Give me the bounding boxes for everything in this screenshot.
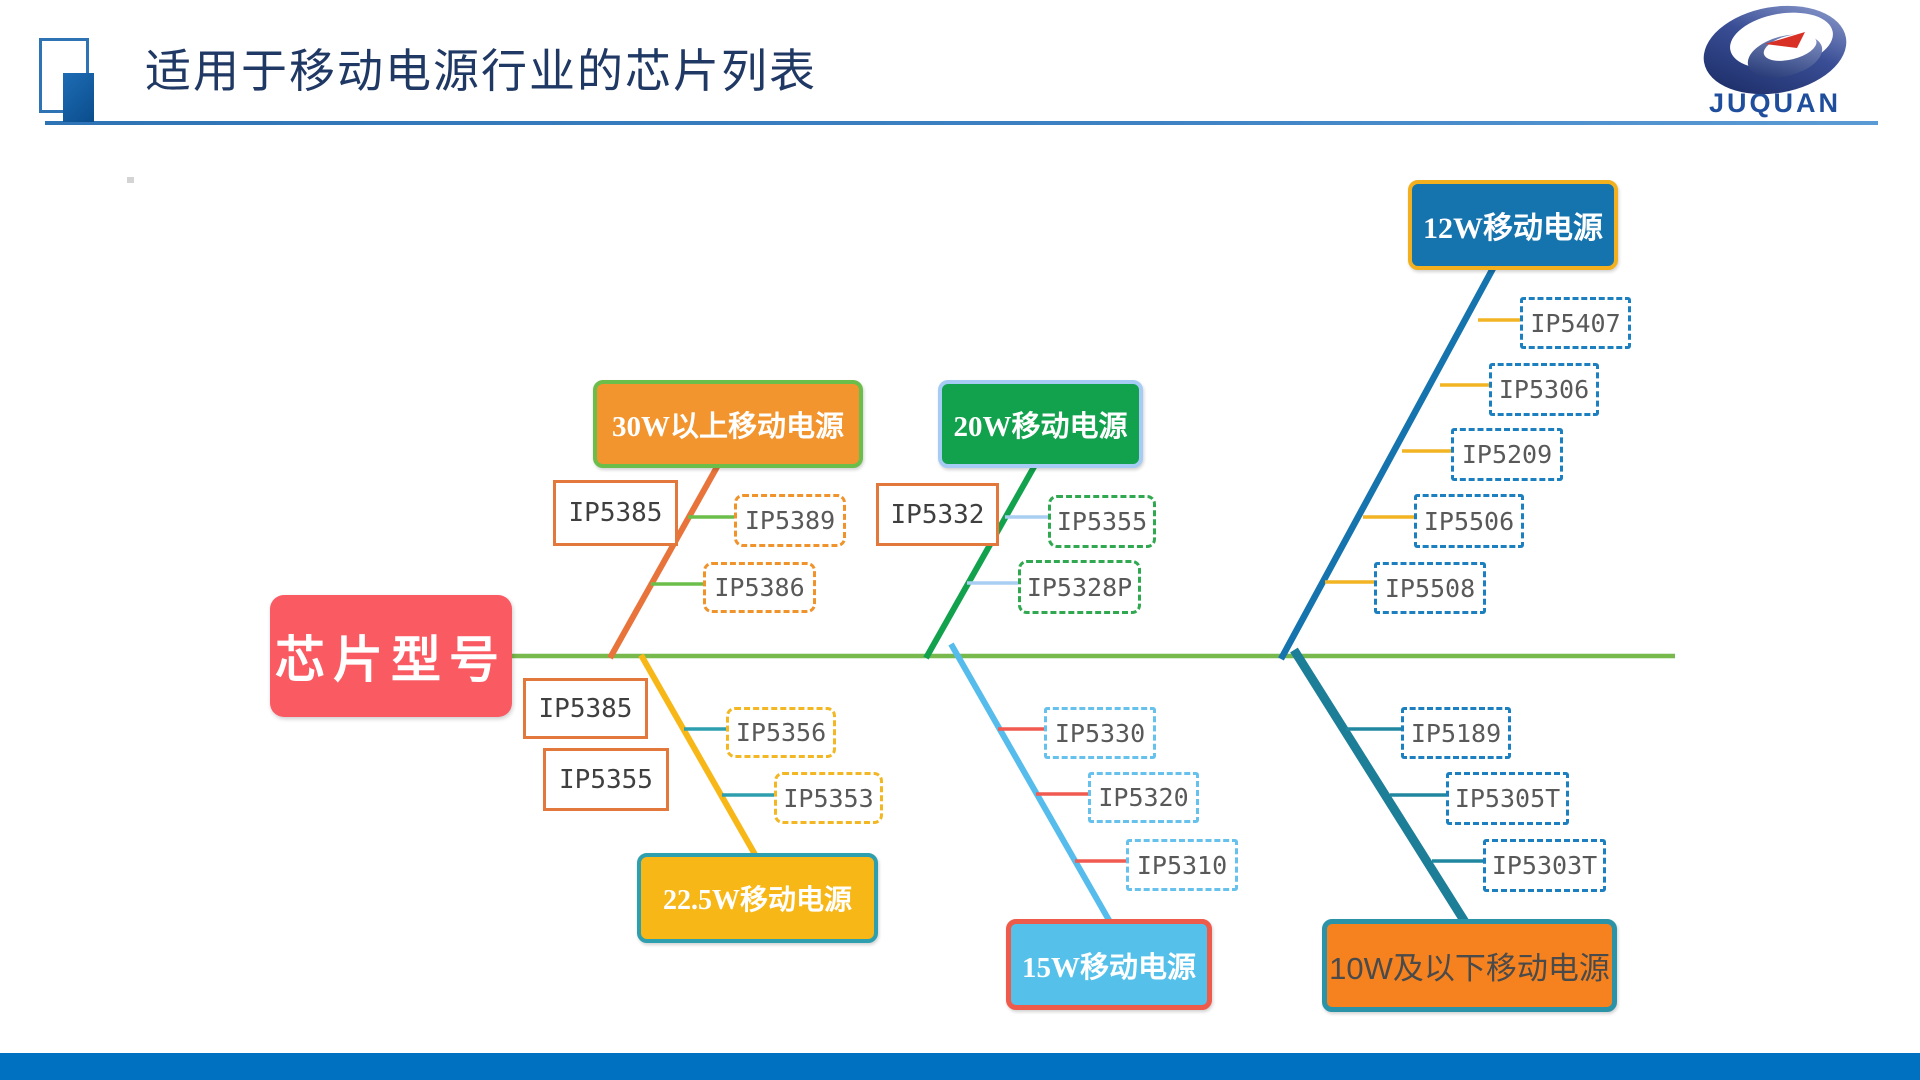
chip-ip5189: IP5189	[1401, 707, 1511, 759]
chip-ip5355-20w: IP5355	[1048, 495, 1156, 548]
chip-ip5508: IP5508	[1374, 562, 1486, 614]
category-15w-box: 15W移动电源	[1006, 919, 1212, 1010]
footer-bar	[0, 1053, 1920, 1080]
chip-ip5407: IP5407	[1520, 297, 1631, 349]
title-decoration-filled-square	[63, 73, 94, 122]
chip-ip5305t: IP5305T	[1446, 772, 1569, 825]
branch-30w-line	[607, 456, 725, 660]
category-30w-box: 30W以上移动电源	[593, 380, 863, 468]
chip-ip5209: IP5209	[1451, 428, 1563, 481]
header-divider-line	[45, 121, 1878, 125]
root-node-chip-model: 芯片型号	[270, 595, 512, 717]
category-12w-box: 12W移动电源	[1408, 180, 1618, 270]
branch-20w-line	[923, 456, 1042, 660]
label-ip5385-bottom: IP5385	[523, 678, 648, 739]
branch-10w-line	[1290, 647, 1469, 925]
chip-ip5330: IP5330	[1044, 707, 1156, 759]
branch-15w-line	[948, 642, 1113, 924]
chip-ip5303t: IP5303T	[1483, 839, 1606, 892]
chip-ip5506: IP5506	[1414, 494, 1524, 548]
chip-ip5328p: IP5328P	[1018, 560, 1141, 614]
chip-ip5386: IP5386	[703, 562, 816, 613]
chip-ip5310: IP5310	[1126, 839, 1238, 891]
category-20w-box: 20W移动电源	[938, 380, 1143, 468]
chip-ip5389: IP5389	[734, 494, 846, 547]
label-ip5355-bottom: IP5355	[543, 748, 669, 811]
category-22-5w-box: 22.5W移动电源	[637, 853, 878, 943]
chip-ip5353: IP5353	[774, 772, 883, 824]
label-ip5332: IP5332	[876, 483, 999, 546]
chip-ip5356: IP5356	[726, 707, 836, 758]
chip-ip5320: IP5320	[1088, 772, 1199, 823]
slide-artifact-speck	[127, 177, 134, 183]
category-10w-box: 10W及以下移动电源	[1322, 919, 1617, 1012]
juquan-logo-icon	[1703, 5, 1847, 95]
chip-ip5306: IP5306	[1489, 363, 1599, 416]
branch-22-5w-line	[638, 653, 760, 860]
label-ip5385-top: IP5385	[553, 480, 678, 546]
branch-12w-line	[1278, 259, 1500, 661]
page-title: 适用于移动电源行业的芯片列表	[145, 46, 817, 97]
